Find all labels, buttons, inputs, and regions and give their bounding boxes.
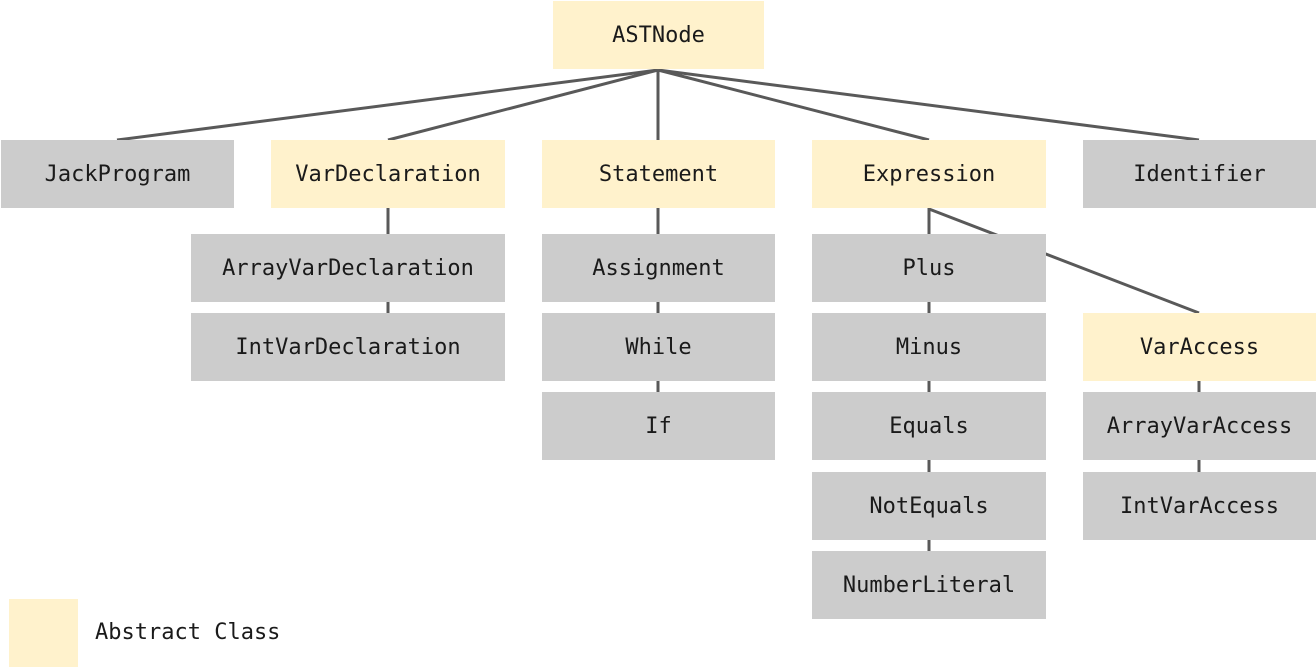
node-intvardeclaration: IntVarDeclaration bbox=[191, 313, 505, 381]
edge-astnode-expression bbox=[657, 68, 930, 142]
node-varaccess: VarAccess bbox=[1083, 313, 1316, 381]
node-vardeclaration: VarDeclaration bbox=[271, 140, 505, 208]
node-while: While bbox=[542, 313, 775, 381]
node-plus: Plus bbox=[812, 234, 1046, 302]
edge-expression-varaccess bbox=[928, 207, 1200, 315]
node-arrayvaraccess: ArrayVarAccess bbox=[1083, 392, 1316, 460]
edge-astnode-identifier bbox=[657, 68, 1200, 142]
node-assignment: Assignment bbox=[542, 234, 775, 302]
node-equals: Equals bbox=[812, 392, 1046, 460]
node-expression: Expression bbox=[812, 140, 1046, 208]
node-jackprogram: JackProgram bbox=[1, 140, 234, 208]
legend-label: Abstract Class bbox=[95, 620, 281, 645]
node-statement: Statement bbox=[542, 140, 775, 208]
node-if: If bbox=[542, 392, 775, 460]
node-notequals: NotEquals bbox=[812, 472, 1046, 540]
node-minus: Minus bbox=[812, 313, 1046, 381]
edge-astnode-vardeclaration bbox=[387, 68, 659, 142]
edge-astnode-jackprogram bbox=[116, 68, 659, 142]
node-numberliteral: NumberLiteral bbox=[812, 551, 1046, 619]
node-arrayvardeclaration: ArrayVarDeclaration bbox=[191, 234, 505, 302]
node-identifier: Identifier bbox=[1083, 140, 1316, 208]
node-astnode: ASTNode bbox=[553, 1, 764, 69]
legend-swatch bbox=[9, 599, 78, 667]
node-intvaraccess: IntVarAccess bbox=[1083, 472, 1316, 540]
